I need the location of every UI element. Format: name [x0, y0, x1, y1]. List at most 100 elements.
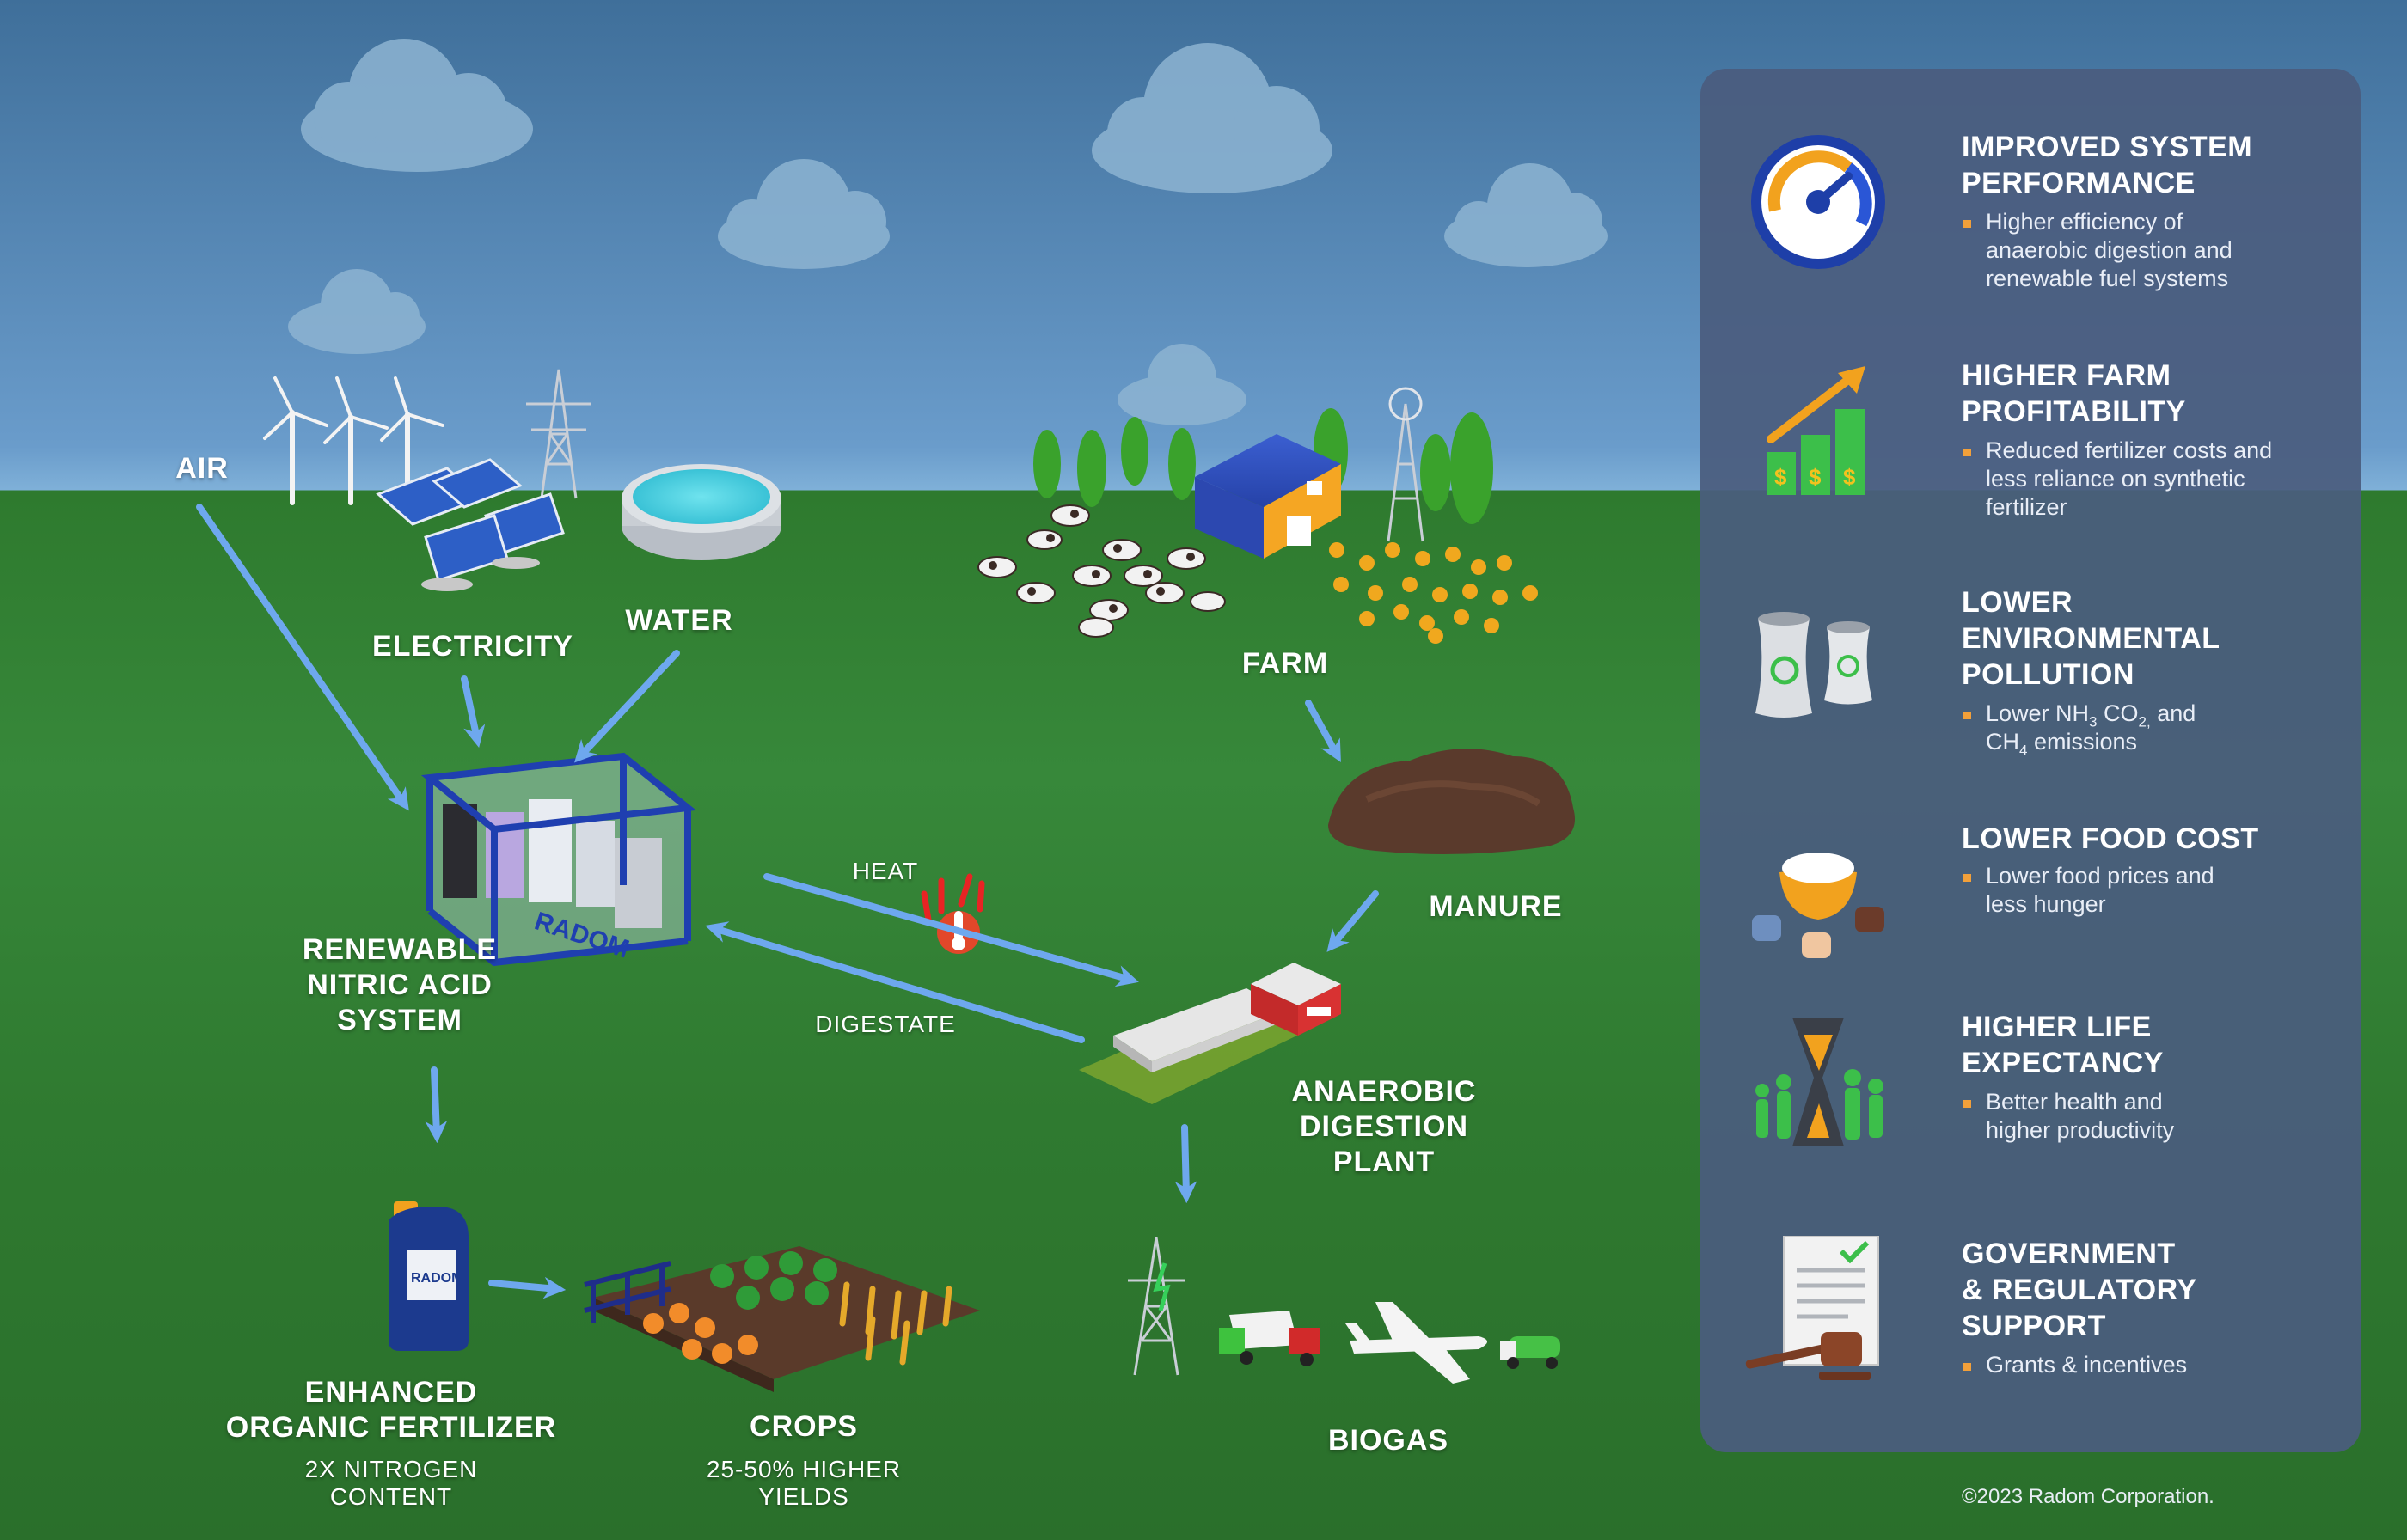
air-label: AIR	[175, 452, 229, 485]
digestion-label-line3: PLANT	[1332, 1145, 1436, 1178]
arrow-water-to-nitric	[574, 650, 680, 763]
svg-text:$: $	[1809, 464, 1822, 490]
benefit-title-line: SUPPORT	[1962, 1310, 2106, 1342]
benefit-title-line: PROFITABILITY	[1962, 395, 2186, 428]
benefit-title-line: LOWER FOOD COST	[1962, 822, 2259, 855]
nitric-label-line1: RENEWABLE	[302, 933, 498, 966]
chickens	[1329, 542, 1538, 644]
fertilizer-sublabel: 2X NITROGEN CONTENT	[258, 1456, 524, 1511]
arrow-digestate	[705, 921, 1085, 1043]
water-label: WATER	[625, 604, 733, 637]
fertilizer-label-line1: ENHANCED	[304, 1376, 478, 1409]
biogas-pylon-icon	[1128, 1237, 1185, 1376]
benefit-desc-line: Higher efficiency of	[1986, 209, 2183, 235]
farm-scene	[977, 387, 1538, 644]
digestate-label: DIGESTATE	[815, 1011, 956, 1037]
cloud	[1444, 163, 1608, 267]
benefit-title-line: GOVERNMENT	[1962, 1238, 2176, 1270]
biogas-uses-icon	[1128, 1237, 1560, 1384]
thermometer-heat-icon	[921, 873, 985, 954]
benefit-desc-line: Better health and	[1986, 1089, 2163, 1115]
benefit-title-line: LOWER	[1962, 586, 2073, 619]
power-pylon-icon	[526, 369, 591, 499]
benefit-desc-line: fertilizer	[1986, 494, 2067, 520]
arrow-manure-to-digestion	[1326, 890, 1379, 952]
benefit-desc-line: less hunger	[1986, 891, 2106, 917]
nitric-acid-container-icon: RADOM	[420, 752, 697, 967]
profit-chart-icon: $ $ $	[1767, 366, 1865, 495]
jug-brand-text: RADOM	[411, 1271, 462, 1286]
benefit-desc-line: Lower food prices and	[1986, 863, 2214, 889]
benefit-title-line: ENVIRONMENTAL	[1962, 622, 2220, 655]
digestion-plant-label: ANAEROBIC DIGESTION PLANT	[1255, 1074, 1513, 1179]
fertilizer-label-line2: ORGANIC FERTILIZER	[225, 1410, 557, 1444]
arrow-farm-to-manure	[1305, 700, 1341, 762]
benefit-title-line: IMPROVED SYSTEM	[1962, 131, 2253, 163]
cloud	[1118, 344, 1246, 425]
benefit-description: Reduced fertilizer costs and less relian…	[1962, 437, 2340, 522]
benefit-desc-line: higher productivity	[1986, 1117, 2175, 1143]
cooling-towers-icon	[1755, 612, 1872, 718]
tanker-truck-icon	[1500, 1336, 1560, 1369]
svg-text:$: $	[1843, 464, 1856, 490]
digestion-plant-icon	[1079, 962, 1341, 1104]
barn-icon	[1195, 434, 1341, 559]
benefit-description: Better health and higher productivity	[1962, 1088, 2340, 1145]
farm-label: FARM	[1241, 647, 1329, 680]
benefit-desc-line: Lower NH3 CO2, and	[1986, 700, 2196, 730]
manure-label: MANURE	[1429, 890, 1563, 923]
cloud	[301, 39, 533, 172]
document-gavel-icon	[1745, 1236, 1879, 1380]
svg-text:$: $	[1774, 464, 1787, 490]
arrow-fertilizer-to-crops	[488, 1276, 567, 1299]
cloud	[1092, 43, 1332, 193]
fertilizer-label: ENHANCED ORGANIC FERTILIZER	[198, 1375, 585, 1445]
cloud	[718, 159, 890, 269]
solar-panels-icon	[376, 458, 565, 591]
speedometer-icon	[1751, 135, 1885, 269]
arrow-nitric-to-fertilizer	[425, 1066, 448, 1144]
nitric-label-line2: NITRIC ACID	[307, 968, 493, 1001]
benefit-description: Lower NH3 CO2, and CH4 emissions	[1962, 700, 2340, 759]
crops-label: CROPS	[750, 1410, 858, 1443]
crops-sub-line2: YIELDS	[758, 1483, 849, 1511]
benefit-title-line: & REGULATORY	[1962, 1274, 2197, 1306]
crops-sublabel: 25-50% HIGHER YIELDS	[688, 1456, 920, 1511]
benefit-title-line: HIGHER LIFE	[1962, 1011, 2152, 1043]
manure-pile-icon	[1328, 749, 1575, 854]
heat-label: HEAT	[852, 858, 919, 884]
arrow-air-to-nitric	[196, 504, 409, 811]
benefit-description: Grants & incentives	[1962, 1351, 2340, 1379]
arrow-electricity-to-nitric	[461, 675, 486, 749]
trees	[1033, 408, 1493, 524]
crops-field-icon	[584, 1246, 980, 1392]
flow-arrows	[196, 504, 1379, 1299]
benefits-panel: IMPROVED SYSTEM PERFORMANCE Higher effic…	[1700, 69, 2361, 1452]
benefit-desc-line: CH4 emissions	[1986, 729, 2138, 759]
arrow-heat	[763, 873, 1139, 987]
hourglass-people-icon	[1755, 1018, 1883, 1146]
arrow-digestion-to-biogas	[1174, 1124, 1197, 1204]
rice-bowl-hands-icon	[1752, 852, 1884, 958]
benefit-desc-line: Grants & incentives	[1986, 1352, 2188, 1378]
electricity-label: ELECTRICITY	[372, 630, 573, 663]
benefit-description: Higher efficiency of anaerobic digestion…	[1962, 208, 2340, 293]
benefit-title-line: HIGHER FARM	[1962, 359, 2171, 392]
digestion-label-line1: ANAEROBIC	[1291, 1075, 1477, 1108]
biogas-label: BIOGAS	[1327, 1424, 1449, 1457]
water-pool-icon	[622, 464, 781, 560]
airplane-icon	[1345, 1302, 1487, 1384]
crops-sub-line1: 25-50% HIGHER	[706, 1456, 902, 1482]
benefit-title-line: POLLUTION	[1962, 658, 2134, 691]
digestion-label-line2: DIGESTION	[1299, 1109, 1469, 1143]
benefit-desc-line: renewable fuel systems	[1986, 266, 2229, 291]
benefit-desc-line: anaerobic digestion and	[1986, 237, 2232, 263]
benefit-desc-line: less reliance on synthetic	[1986, 466, 2245, 492]
nitric-label-line3: SYSTEM	[337, 1003, 462, 1036]
fertilizer-sub-line1: 2X NITROGEN	[304, 1456, 478, 1482]
benefit-title-line: PERFORMANCE	[1962, 167, 2196, 199]
cloud	[288, 269, 426, 354]
fertilizer-jug-icon: RADOM	[389, 1201, 469, 1351]
